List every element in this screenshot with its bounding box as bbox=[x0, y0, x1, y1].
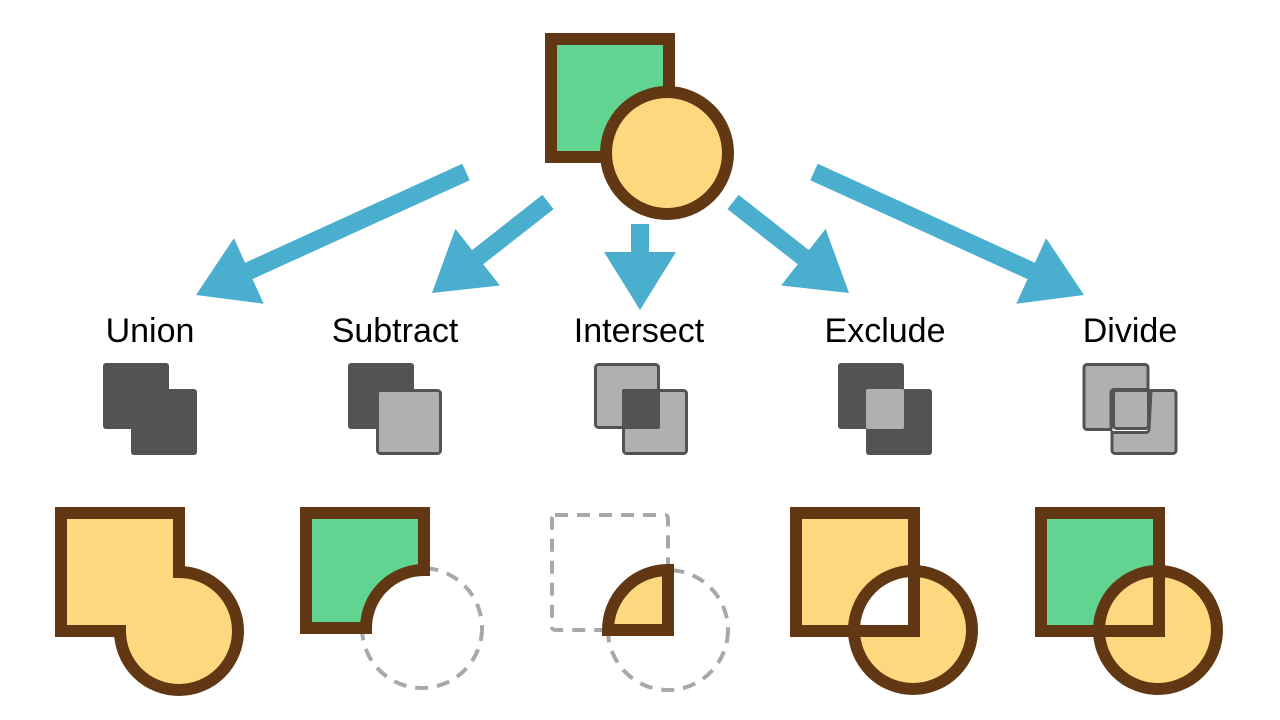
exclude-result bbox=[790, 507, 978, 695]
exclude-icon bbox=[838, 363, 932, 455]
subtract-icon bbox=[348, 363, 442, 455]
arrow-to-subtract bbox=[432, 194, 554, 293]
label-exclude: Exclude bbox=[824, 312, 946, 350]
intersect-icon bbox=[594, 363, 688, 455]
union-result bbox=[55, 507, 244, 696]
label-intersect: Intersect bbox=[573, 312, 705, 350]
label-union: Union bbox=[105, 312, 195, 350]
label-subtract: Subtract bbox=[331, 312, 459, 350]
intersect-result bbox=[550, 513, 730, 692]
subtract-result bbox=[300, 507, 484, 690]
removed-square-outline bbox=[550, 513, 670, 632]
arrow-to-divide bbox=[810, 163, 1084, 304]
union-icon bbox=[103, 363, 197, 455]
arrows bbox=[196, 163, 1084, 310]
arrow-to-union bbox=[196, 163, 470, 304]
arrow-to-exclude bbox=[727, 194, 849, 293]
arrow-to-intersect bbox=[604, 224, 676, 310]
divide-icon bbox=[1082, 363, 1178, 455]
source-shapes bbox=[545, 33, 734, 220]
divide-result bbox=[1035, 507, 1223, 695]
label-divide: Divide bbox=[1082, 312, 1178, 350]
source-circle bbox=[600, 86, 734, 220]
